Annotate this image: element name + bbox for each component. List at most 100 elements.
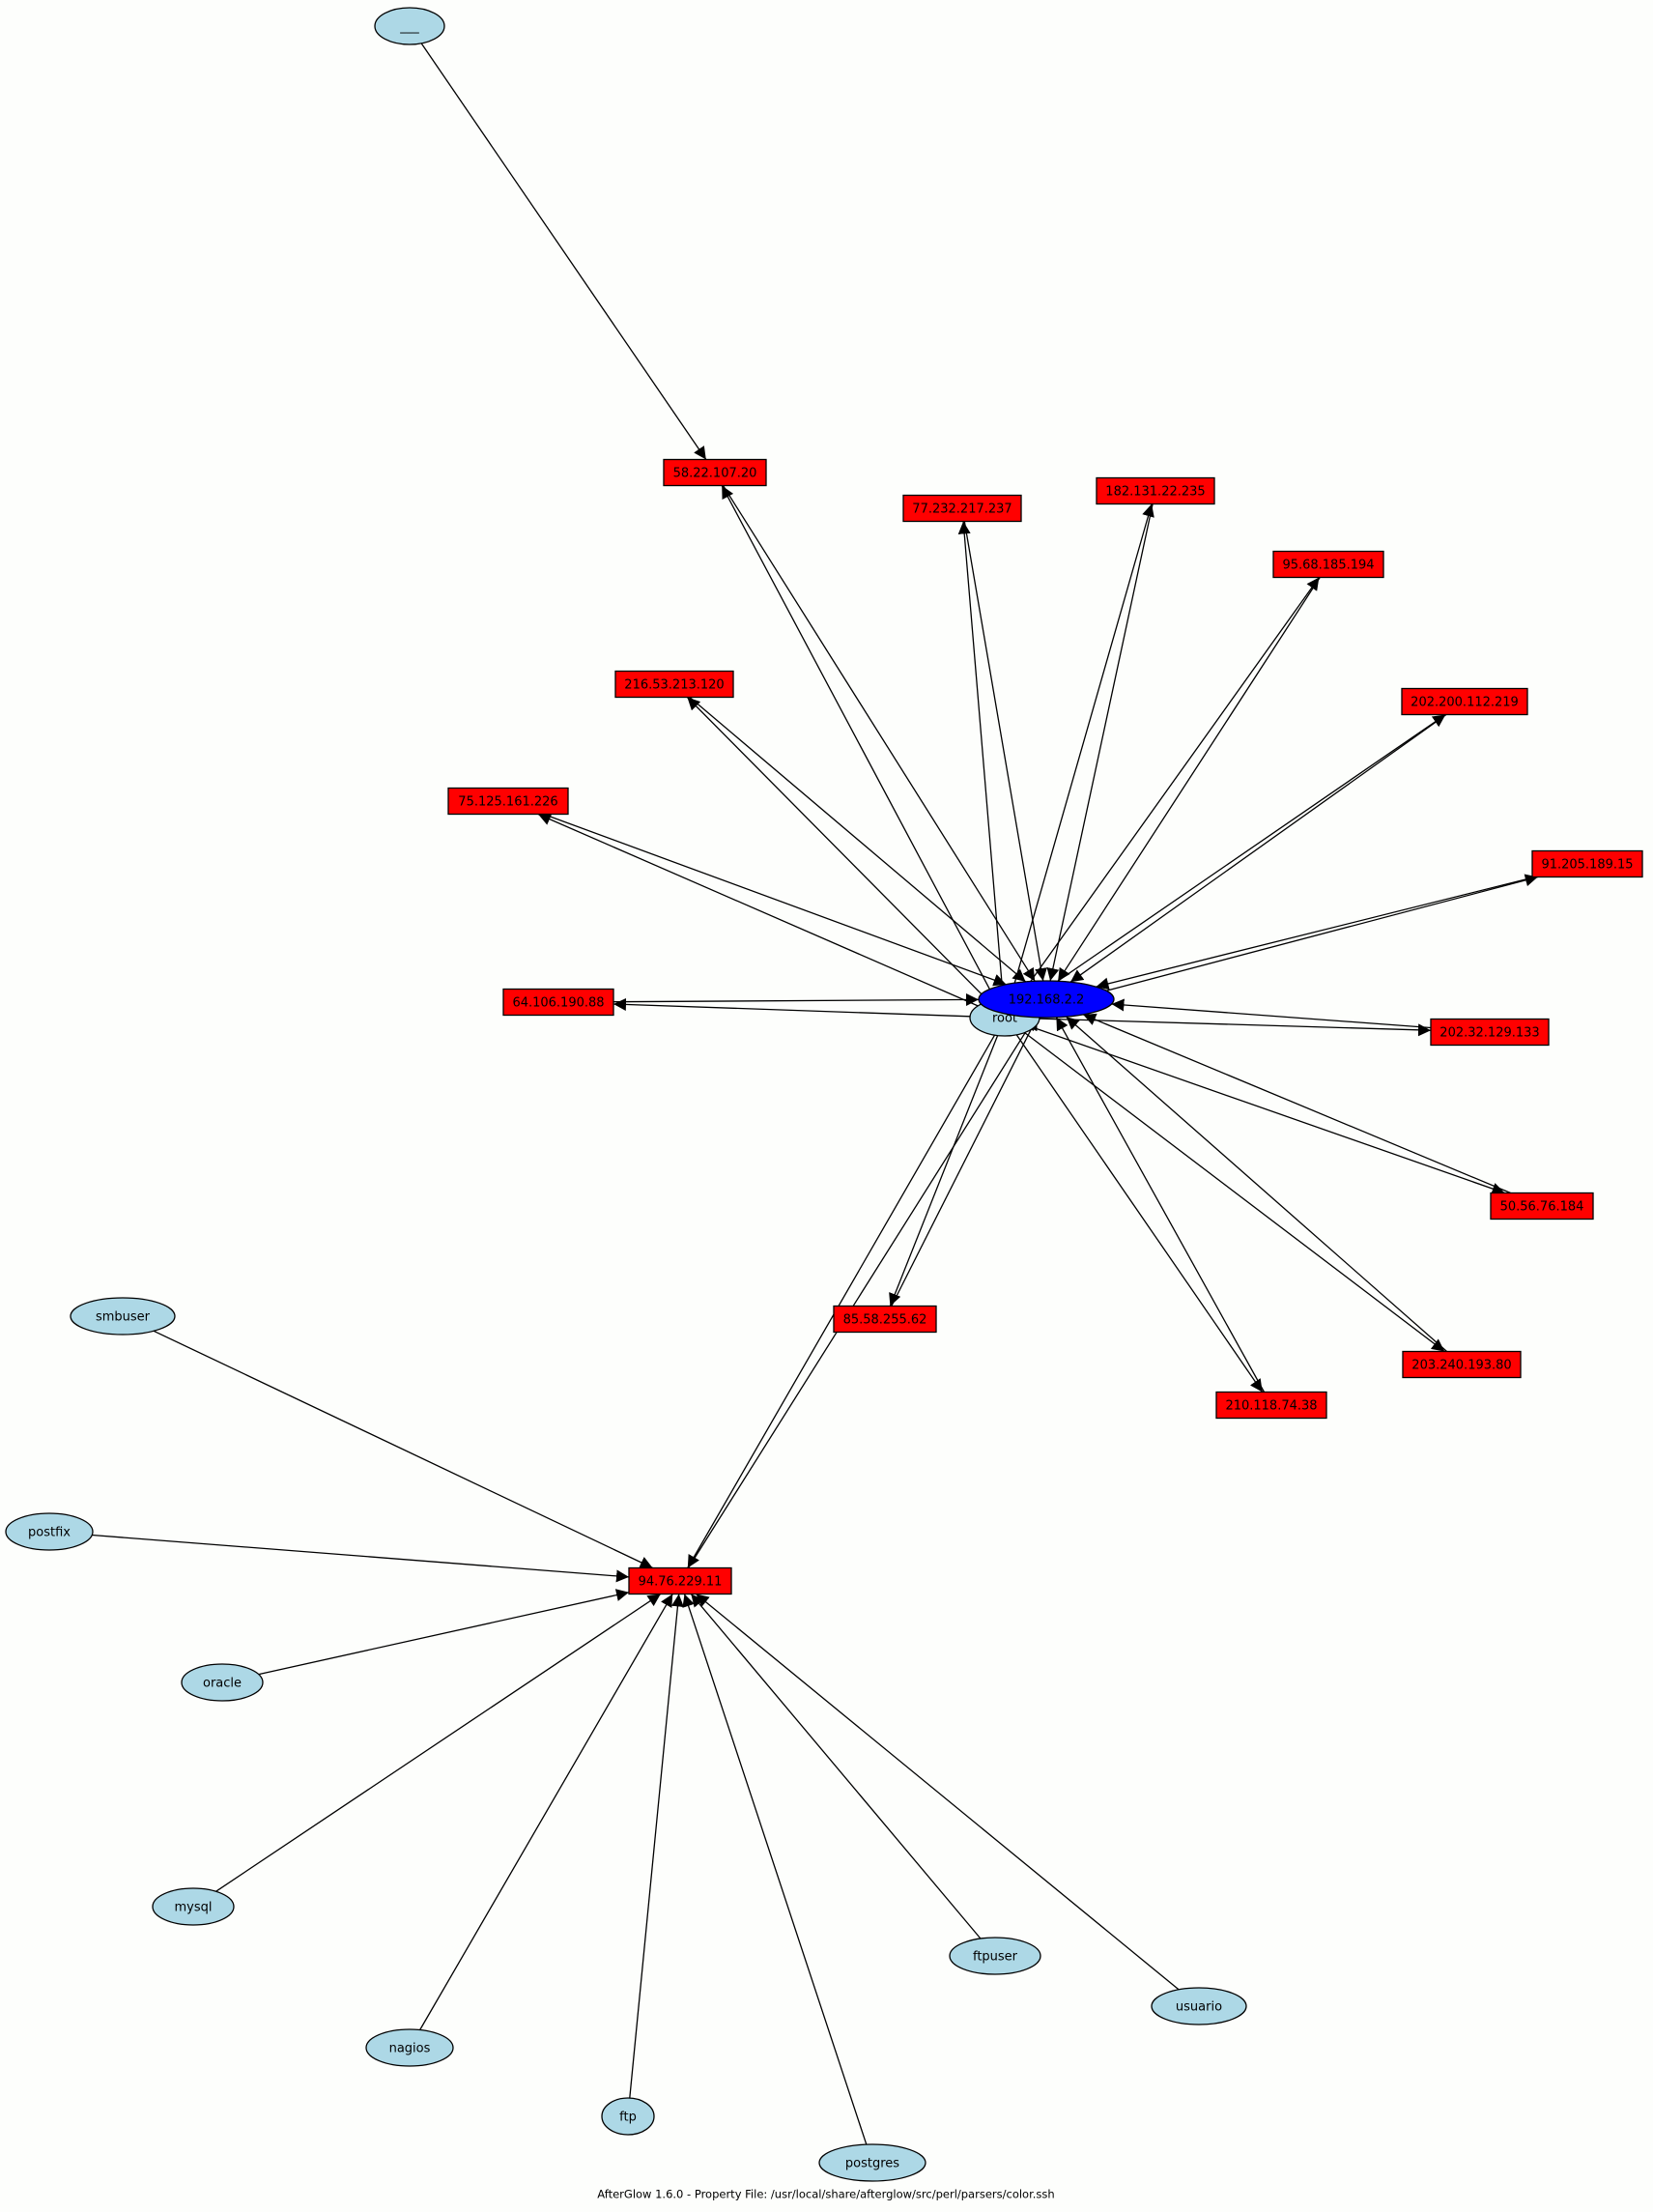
node-u-postgres: postgres: [818, 2143, 926, 2182]
edge-ip_182-to-hub: [1046, 503, 1154, 982]
ip-node-shape: [502, 988, 614, 1017]
node-label: 210.118.74.38: [1225, 1399, 1317, 1414]
node-ip-75: 75.125.161.226: [447, 787, 569, 816]
edge-u_root-to-ip_216: [686, 697, 989, 1002]
node-ip-50: 50.56.76.184: [1490, 1192, 1594, 1221]
edge-ip_216-to-hub: [689, 697, 1027, 983]
edge-ip_50-to-hub: [1082, 1013, 1511, 1194]
edge-ip_202_32-to-hub: [1111, 998, 1432, 1029]
edge-ip_58-to-hub: [722, 485, 1036, 982]
node-u-ftp: ftp: [601, 2097, 655, 2136]
node-label: 216.53.213.120: [624, 678, 724, 693]
user-node-shape: [374, 7, 445, 45]
node-label: 58.22.107.20: [673, 467, 757, 481]
user-node-shape: [365, 2028, 454, 2067]
edge-u_blank-to-ip_58: [420, 43, 707, 460]
edge-u_nagios-to-ip_94: [419, 1594, 673, 2030]
node-label: 64.106.190.88: [512, 996, 604, 1011]
node-ip-203: 203.240.193.80: [1402, 1350, 1522, 1379]
user-node-shape: [152, 1887, 235, 1926]
ip-node-shape: [1215, 1391, 1327, 1420]
user-node-shape: [70, 1297, 176, 1336]
node-u-ftpuser: ftpuser: [949, 1937, 1041, 1975]
ip-node-shape: [902, 494, 1022, 523]
edge-u_root-to-ip_202_200: [1025, 713, 1446, 1004]
node-ip-94: 94.76.229.11: [628, 1566, 732, 1595]
node-ip-182: 182.131.22.235: [1096, 476, 1215, 505]
edge-u_root-to-ip_64: [613, 997, 971, 1018]
node-u-postfix: postfix: [5, 1512, 94, 1551]
edge-ip_202_200-to-hub: [1069, 713, 1447, 983]
edge-ip_85-to-hub: [891, 1017, 1039, 1307]
node-u-blank: ___: [374, 7, 445, 45]
node-label: 77.232.217.237: [912, 503, 1012, 517]
edge-ip_95_68-to-hub: [1057, 577, 1321, 982]
node-hub: 192.168.2.2: [978, 980, 1115, 1019]
node-label: ___: [399, 20, 419, 35]
node-layer: ___rootsmbuserpostfixoraclemysqlnagiosft…: [5, 7, 1643, 2182]
edge-u_ftp-to-ip_94: [629, 1594, 684, 2099]
node-u-mysql: mysql: [152, 1887, 235, 1926]
node-ip-77: 77.232.217.237: [902, 494, 1022, 523]
edge-u_root-to-ip_75: [537, 813, 979, 1007]
edge-u_root-to-ip_58: [721, 485, 996, 1001]
node-u-smbuser: smbuser: [70, 1297, 176, 1336]
edge-ip_94-to-hub: [687, 1017, 1036, 1568]
node-label: 192.168.2.2: [1009, 993, 1085, 1008]
user-node-shape: [1151, 1987, 1247, 2025]
edge-u_postfix-to-ip_94: [92, 1534, 630, 1583]
node-ip-64: 64.106.190.88: [502, 988, 614, 1017]
node-label: nagios: [389, 2042, 431, 2056]
edge-u_usuario-to-ip_94: [696, 1593, 1180, 1991]
user-node-shape: [601, 2097, 655, 2136]
node-label: smbuser: [96, 1310, 151, 1325]
node-ip-85: 85.58.255.62: [833, 1305, 937, 1334]
edge-u_root-to-ip_77: [957, 521, 1005, 1000]
edge-ip_203-to-hub: [1066, 1016, 1448, 1352]
node-ip-58: 58.22.107.20: [663, 458, 767, 487]
node-label: 182.131.22.235: [1105, 485, 1205, 500]
edge-u_root-to-ip_203: [1024, 1032, 1445, 1353]
edge-u_mysql-to-ip_94: [215, 1593, 662, 1892]
user-node-shape: [818, 2143, 926, 2182]
edge-u_root-to-ip_50: [1033, 1026, 1505, 1195]
node-label: 50.56.76.184: [1500, 1200, 1584, 1215]
ip-node-shape: [833, 1305, 937, 1334]
ip-node-shape: [1272, 550, 1384, 579]
ip-node-shape: [1402, 1350, 1522, 1379]
edge-ip_77-to-hub: [963, 521, 1047, 982]
user-node-shape: [181, 1663, 264, 1702]
node-ip-202-200: 202.200.112.219: [1401, 687, 1528, 716]
node-ip-210: 210.118.74.38: [1215, 1391, 1327, 1420]
ip-node-shape: [663, 458, 767, 487]
ip-node-shape: [1401, 687, 1528, 716]
edge-u_oracle-to-ip_94: [258, 1589, 630, 1676]
ip-node-shape: [1096, 476, 1215, 505]
node-label: 202.200.112.219: [1411, 696, 1519, 710]
node-u-usuario: usuario: [1151, 1987, 1247, 2025]
node-label: 203.240.193.80: [1411, 1359, 1511, 1373]
node-label: ftp: [619, 2111, 637, 2125]
ip-node-shape: [1430, 1018, 1550, 1047]
edge-ip_210-to-hub: [1055, 1017, 1266, 1393]
user-node-shape: [949, 1937, 1041, 1975]
ip-node-shape: [447, 787, 569, 816]
edge-layer: [92, 43, 1538, 2145]
node-label: 95.68.185.194: [1282, 559, 1374, 573]
edge-u_root-to-ip_94: [687, 1034, 996, 1568]
node-ip-202-32: 202.32.129.133: [1430, 1018, 1550, 1047]
graph-caption: AfterGlow 1.6.0 - Property File: /usr/lo…: [597, 2188, 1054, 2201]
ip-node-shape: [628, 1566, 732, 1595]
node-label: ftpuser: [973, 1950, 1018, 1965]
ip-node-shape: [1490, 1192, 1594, 1221]
node-u-nagios: nagios: [365, 2028, 454, 2067]
node-label: 94.76.229.11: [639, 1575, 723, 1590]
edge-ip_91-to-hub: [1096, 876, 1536, 991]
node-label: mysql: [175, 1901, 213, 1915]
node-label: postfix: [28, 1526, 71, 1540]
edge-ip_75-to-hub: [543, 813, 1007, 987]
ip-node-shape: [1531, 849, 1643, 878]
node-label: usuario: [1176, 2000, 1222, 2015]
edge-u_ftpuser-to-ip_94: [690, 1594, 982, 1939]
